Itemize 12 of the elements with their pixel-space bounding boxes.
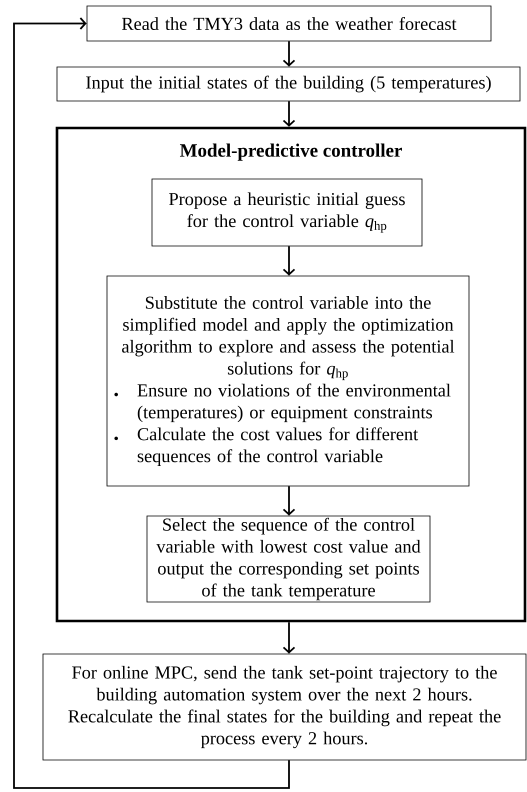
arrow	[282, 101, 296, 127]
process-box: For online MPC, send the tank set-point trajectory to the building automation system over the next 2 hours. Recalculate the final states for the building and repeat the process every 2 hours.	[42, 654, 526, 760]
arrow	[282, 246, 296, 276]
process-box: Read the TMY3 data as the weather forecast	[86, 6, 492, 42]
process-box: Select the sequence of the control variable with lowest cost value and output the corresponding set points of the tank temperature	[146, 516, 430, 602]
arrow	[282, 622, 296, 654]
arrow	[282, 486, 296, 516]
arrow	[282, 41, 296, 67]
process-box: Input the initial states of the building (5 temperatures)	[56, 66, 520, 102]
process-box: Substitute the control variable into the simplified model and apply the optimization algorithm to explore and assess the potential solutions for q$_{hp}$ Ensure no violations of the environmental (temperatures) or equipment constraints Calculate the cost values for different sequences of the control variable	[106, 276, 470, 486]
arrow	[13, 17, 290, 789]
process-box: Propose a heuristic initial guess for the control variable q$_{hp}$	[152, 178, 422, 246]
